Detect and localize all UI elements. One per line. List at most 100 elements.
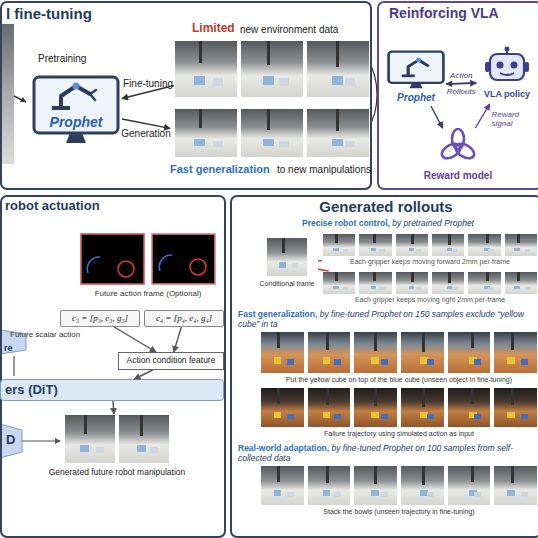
decoder-shape [0,424,22,458]
node-text: new environment data [240,24,338,36]
scene-object [371,357,379,364]
heading-text: Real-world adaptation, [238,443,329,453]
node-text: Prophet [30,114,122,130]
action-frame-pair [80,233,216,285]
robot-arm [374,466,377,484]
generated-frames: Generated future robot manipulation [42,414,192,486]
scene-object [427,414,434,419]
rollout-strip: Each gripper keeps moving right 2mm per-… [322,271,538,305]
arrow-head [20,97,26,102]
scene-object [371,412,379,418]
arrow-head [55,438,61,444]
photo-frame [266,237,308,277]
robot-arm [511,466,514,483]
scene-object [416,249,421,252]
scene-object [521,492,528,497]
photo-frame [306,40,370,98]
photo-frame [353,331,398,374]
scene-object [381,414,388,419]
scene-object [507,490,515,496]
node-text: Reinforcing VLA [389,5,499,21]
connector [318,260,322,262]
scene-object [323,357,331,364]
robot-arm [326,388,329,405]
scene-object [525,287,530,290]
robot-arm [471,466,474,482]
connector [114,327,156,352]
panel: Reinforcing VLAProphetVLA policyReward m… [377,1,538,190]
robot-arm [199,41,202,63]
robot-arm [448,272,451,283]
rollout-strip: Each gripper keeps moving forward 2mm pe… [322,233,538,267]
decoder-arrow [22,440,60,441]
monitor-icon [30,74,122,146]
photo-frame [240,108,304,158]
scene-object [279,78,289,86]
robot-arm [422,388,425,407]
node-text: to new manipulations [277,164,371,176]
robot-arm [448,234,451,245]
scene-object [323,412,331,418]
photo-frame [467,271,501,295]
node-text: l fine-tuning [6,5,92,22]
scene-object [274,357,282,364]
scene-object [427,359,434,365]
scene-object [427,492,434,497]
scene-object [213,141,223,148]
scalar-action-box: c₄ = [p₄, e₄, g₄] [144,310,224,327]
scene-object [274,412,282,418]
photo-frame [240,40,304,98]
photo-frame [322,271,356,295]
heading-text: Precise robot control, [302,218,390,228]
scene-object [381,492,388,497]
photo-frame [467,233,501,257]
panel: l fine-tuningProphetLimitednew environme… [0,1,372,190]
photo-frame [493,331,538,374]
photo-frame [307,387,352,428]
scene-object [514,286,520,290]
scene-object [334,359,341,365]
scene-object [507,412,515,418]
scene-object [379,287,384,290]
robot-arm [471,332,474,348]
robot-arm [486,234,489,243]
robot-arm [277,466,280,482]
scene-object [287,492,294,497]
free-label: re [4,343,13,353]
scene-object [96,447,104,454]
connector [113,401,114,414]
photo-frame [504,233,538,257]
scene-object [514,248,520,252]
heading-text: Fast generalization, [238,309,317,319]
rollout-strip: Failure trajectory using simulated actio… [260,387,538,439]
icon-holder [30,74,122,146]
photo-frame [307,331,352,374]
scalar-action-box: c₃ = [p₃, e₃, g₃] [60,310,140,327]
node-text: Prophet [386,92,446,104]
scene-object [194,76,205,85]
scene-object [452,287,457,290]
photo-frame [493,387,538,428]
node-text: Fast generalization [170,163,270,176]
photo-frame [447,465,492,506]
icon-holder [80,233,216,285]
rollout-strip: Stack the bowls (unseen trajectory in fi… [260,465,538,517]
robot-arm [277,332,280,348]
panel: Generated rolloutsConditional frameEach … [230,195,538,538]
node-text: c₃ = [p₃, e₃, g₃] [61,313,139,323]
scene-object [345,141,355,148]
photo-frame [400,331,445,374]
node-text: Each gripper keeps moving right 2mm per-… [322,296,538,304]
scene-object [474,492,481,497]
photo-frame [504,271,538,295]
node-text: Each gripper keeps moving forward 2mm pe… [322,258,538,266]
scene-object [287,414,294,419]
robot-arm [511,388,514,405]
connector [318,269,329,271]
scene-object [263,76,274,85]
robot-arm [140,415,143,436]
action-frame: Future action frame (Optional) [80,233,216,305]
photo-frame [260,387,305,428]
photo-frame [395,271,429,295]
